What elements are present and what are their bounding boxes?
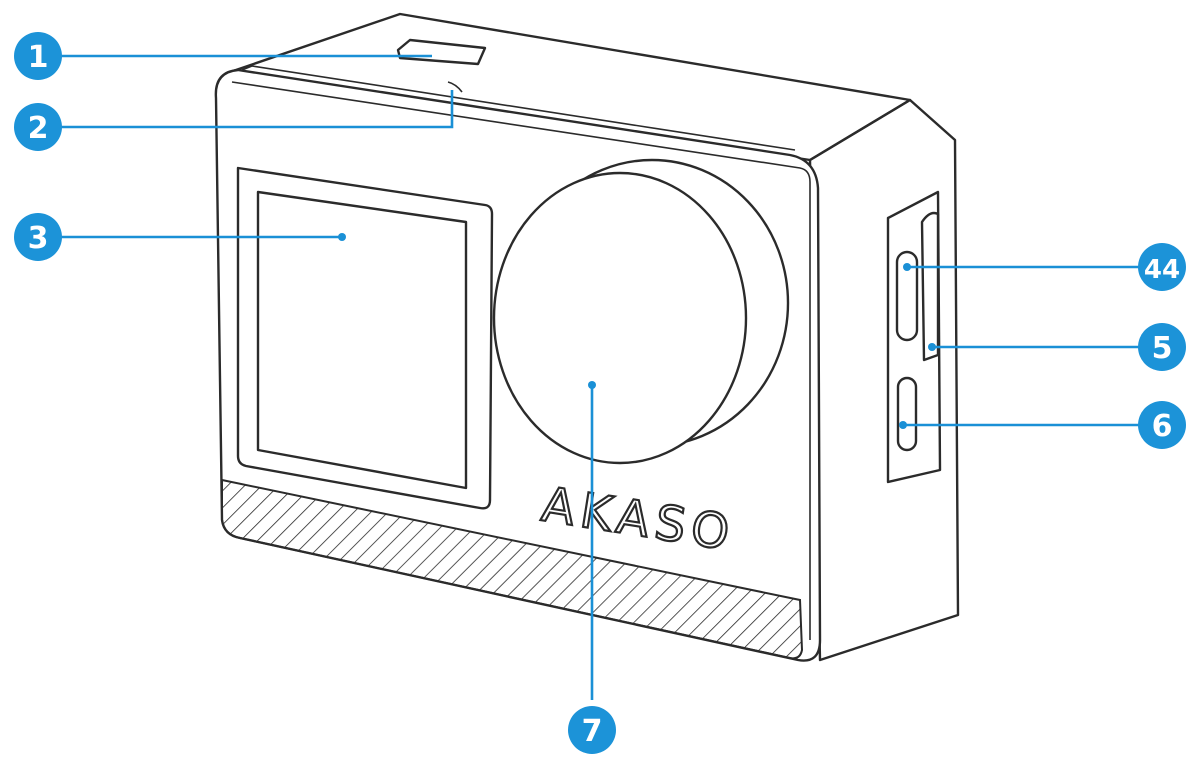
front-screen-display [256,190,468,490]
callout-1-label: 1 [28,40,49,75]
callout-5: 5 [1138,323,1186,371]
callout-2: 2 [14,103,62,151]
side-ports-panel [886,190,942,484]
callout-3: 3 [14,213,62,261]
callout-6-label: 6 [1152,409,1173,444]
port-door [886,190,942,484]
front-inner-edge [231,81,811,640]
callout-3-label: 3 [28,221,49,256]
top-ridge [241,65,796,151]
leader-2 [60,90,454,129]
sd-card-slot [920,211,940,362]
camera-grip [221,478,804,660]
front-screen [236,166,494,510]
callout-7-label: 7 [582,714,603,749]
hdmi-port [895,250,919,342]
callout-6: 6 [1138,401,1186,449]
leader-lines [60,54,1140,700]
indicator-light [447,81,463,93]
callout-1: 1 [14,32,62,80]
callout-4-label: 44 [1144,255,1180,285]
callout-4: 44 [1138,243,1186,291]
usb-port [896,376,918,452]
callout-7: 7 [568,706,616,754]
callout-5-label: 5 [1152,331,1173,366]
camera-lens [492,158,790,465]
shutter-button [396,38,487,66]
callout-2-label: 2 [28,111,49,146]
camera-side-face [808,98,960,662]
